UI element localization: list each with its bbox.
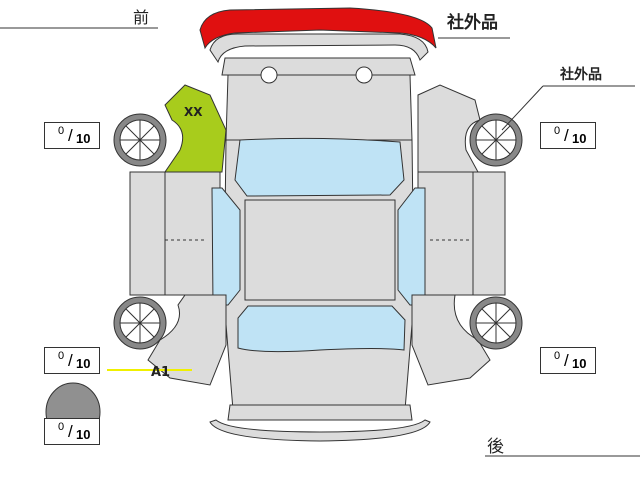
rear-window xyxy=(237,305,406,353)
wheel-icon-front-left xyxy=(113,113,167,167)
fender-damage-mark: XX xyxy=(184,105,203,119)
grille xyxy=(221,57,416,76)
windshield xyxy=(234,137,405,197)
tire-score-rear-left[interactable]: 0/10 xyxy=(44,347,100,374)
left-doors xyxy=(164,171,221,296)
rear-right-fender xyxy=(411,294,491,386)
left-side-window xyxy=(211,187,241,306)
score-value: 0 xyxy=(58,350,65,362)
headlight-right xyxy=(355,66,373,84)
rear-bumper-lower xyxy=(209,419,431,442)
front-bumper-lower xyxy=(209,33,429,64)
score-max: 10 xyxy=(572,356,587,371)
tire-score-spare[interactable]: 0/10 xyxy=(44,418,100,445)
aftermarket-bumper-label: 社外品 xyxy=(447,13,498,33)
wheel-icon-front-right xyxy=(469,113,523,167)
roof xyxy=(244,199,396,301)
rear-left-fender xyxy=(147,294,227,386)
score-value: 0 xyxy=(554,350,561,362)
slash: / xyxy=(68,422,73,441)
front-label: 前 xyxy=(133,8,150,27)
rear-bumper xyxy=(227,404,413,421)
score-value: 0 xyxy=(58,125,65,137)
wheel-icon-rear-right xyxy=(469,296,523,350)
tire-score-front-left[interactable]: 0/10 xyxy=(44,122,100,149)
slash: / xyxy=(68,126,73,145)
rear-label: 後 xyxy=(487,437,504,457)
door-damage-mark: A1 xyxy=(151,365,171,380)
score-max: 10 xyxy=(572,131,587,146)
score-max: 10 xyxy=(76,131,91,146)
score-value: 0 xyxy=(58,421,65,433)
tire-score-rear-right[interactable]: 0/10 xyxy=(540,347,596,374)
score-max: 10 xyxy=(76,427,91,442)
tire-score-front-right[interactable]: 0/10 xyxy=(540,122,596,149)
right-side-panel xyxy=(472,171,506,296)
headlight-left xyxy=(260,66,278,84)
slash: / xyxy=(564,351,569,370)
slash: / xyxy=(564,126,569,145)
score-max: 10 xyxy=(76,356,91,371)
score-value: 0 xyxy=(554,125,561,137)
front-right-fender xyxy=(417,84,481,173)
left-side-panel xyxy=(129,171,166,296)
right-side-window xyxy=(397,187,426,306)
right-doors xyxy=(417,171,474,296)
aftermarket-wheel-label: 社外品 xyxy=(560,67,602,83)
wheel-icon-rear-left xyxy=(113,296,167,350)
front-left-fender xyxy=(164,84,227,173)
slash: / xyxy=(68,351,73,370)
wheels xyxy=(45,113,523,442)
front-bumper xyxy=(199,7,437,50)
